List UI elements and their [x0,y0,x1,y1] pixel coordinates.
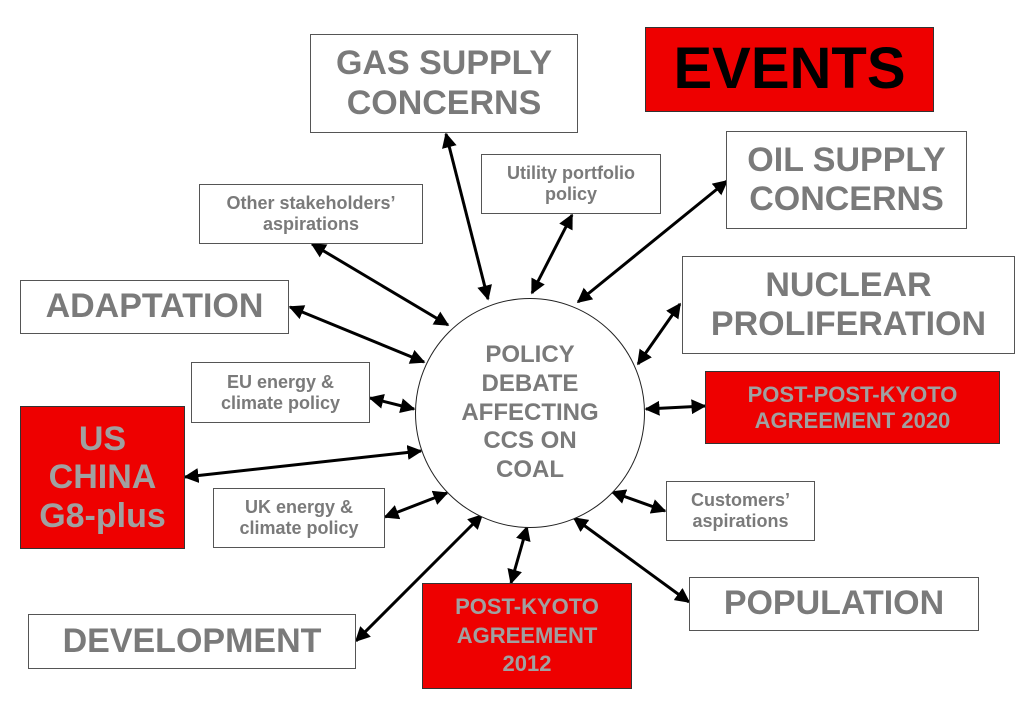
events-heading: EVENTS [645,27,934,112]
arrow-customers [610,489,667,514]
arrow-gas-supply [442,132,492,301]
uk-energy-climate-policy-box: UK energy & climate policy [213,488,385,548]
oil-supply-concerns-box: OIL SUPPLY CONCERNS [726,131,967,229]
arrow-utility-portfolio [530,213,574,295]
arrow-uk-policy [383,490,449,520]
arrow-us-china [183,445,423,483]
arrow-population [572,516,691,604]
customers-aspirations-box: Customers’ aspirations [666,481,815,541]
arrow-development [354,513,484,643]
arrow-post-kyoto [507,525,531,585]
arrow-nuclear [636,302,682,366]
development-box: DEVELOPMENT [28,614,356,669]
other-stakeholders-aspirations-box: Other stakeholders’ aspirations [199,184,423,244]
arrow-post-post-kyoto [644,399,707,416]
gas-supply-concerns-box: GAS SUPPLY CONCERNS [310,34,578,133]
post-post-kyoto-agreement-box: POST-POST-KYOTO AGREEMENT 2020 [705,371,1000,444]
eu-energy-climate-policy-box: EU energy & climate policy [191,362,370,423]
utility-portfolio-policy-box: Utility portfolio policy [481,154,661,214]
arrow-eu-policy [368,393,416,414]
arrow-oil-supply [576,179,729,304]
us-china-g8-plus-box: US CHINA G8-plus [20,406,185,549]
population-box: POPULATION [689,577,979,631]
arrow-adaptation [288,305,426,364]
adaptation-box: ADAPTATION [20,280,289,334]
arrow-other-stakeholders [310,242,450,327]
post-kyoto-agreement-box: POST-KYOTO AGREEMENT 2012 [422,583,632,689]
nuclear-proliferation-box: NUCLEAR PROLIFERATION [682,256,1015,354]
central-policy-debate-node: POLICY DEBATE AFFECTING CCS ON COAL [415,298,645,528]
